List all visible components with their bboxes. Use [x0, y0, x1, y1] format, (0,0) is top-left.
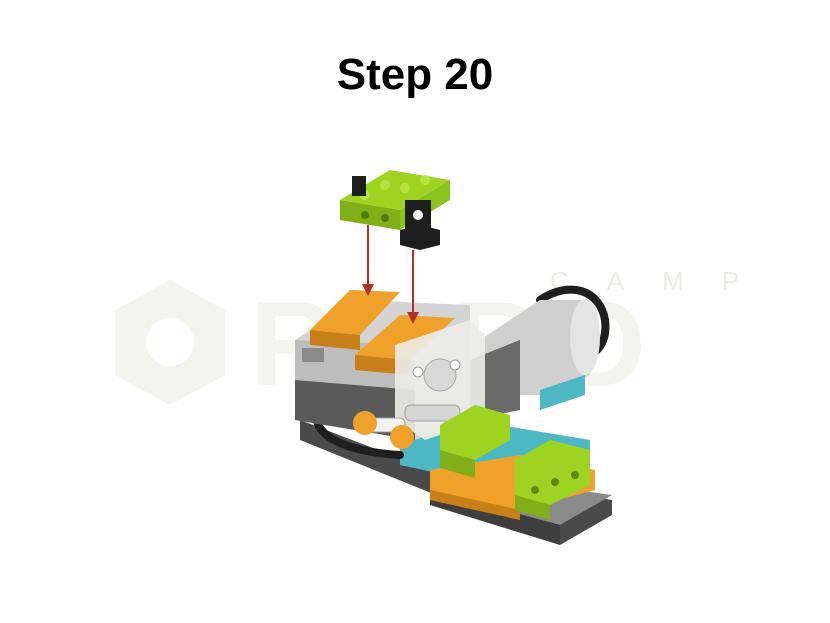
placement-arrows	[362, 225, 419, 324]
step-title: Step 20	[336, 50, 494, 99]
transparent-gearbox	[395, 320, 485, 440]
axle-with-ends	[353, 411, 414, 449]
lime-bricks-front	[440, 405, 590, 520]
new-parts	[340, 170, 450, 250]
